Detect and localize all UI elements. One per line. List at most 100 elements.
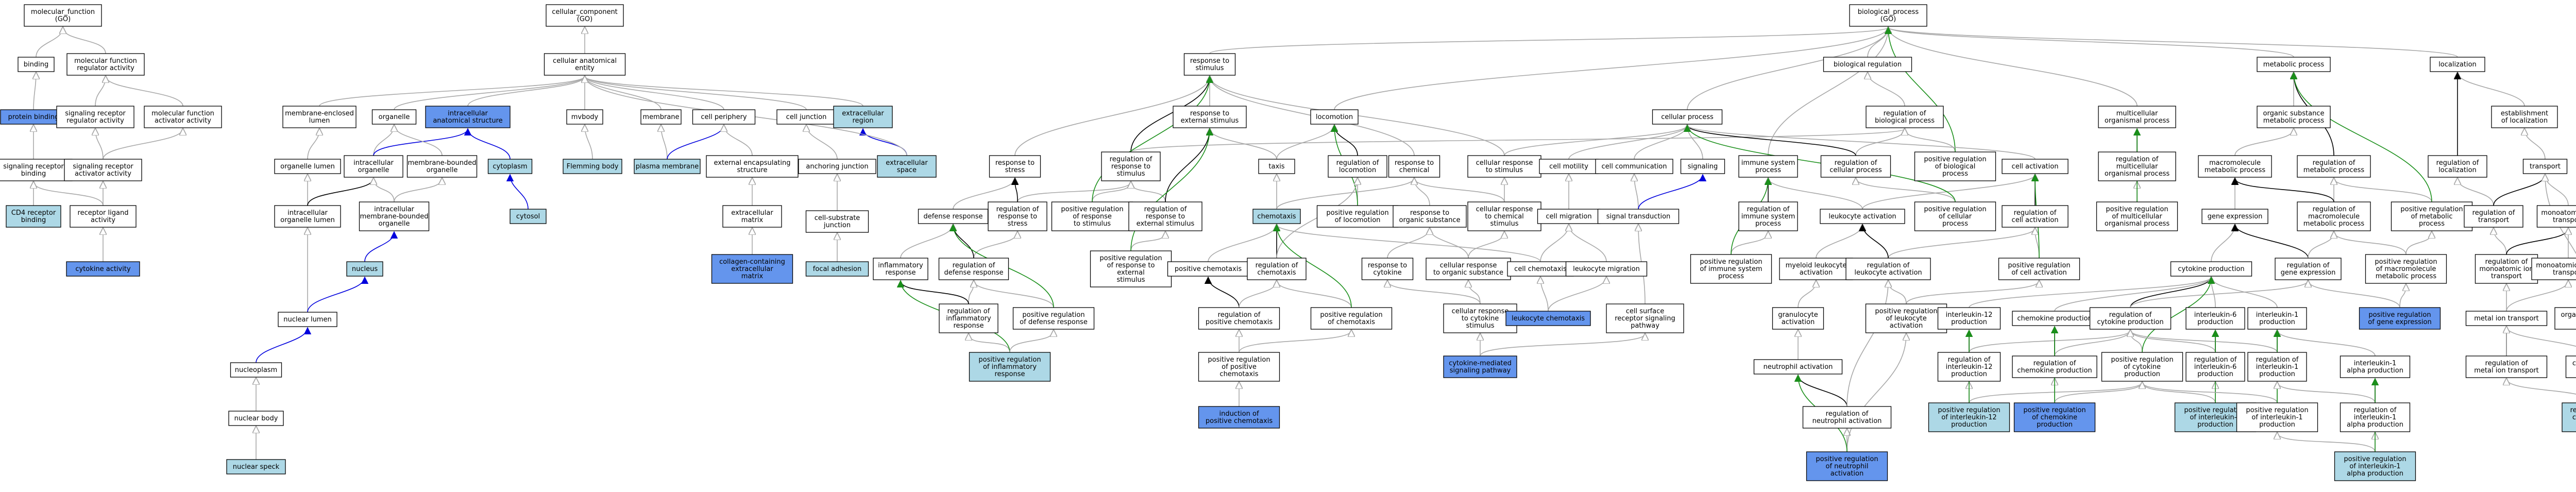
- go-term-signal-transduction: signal transduction: [1597, 209, 1680, 224]
- edge-is-a: [974, 281, 1054, 308]
- edge-is-a: [585, 125, 593, 160]
- term-label-line: regulation of: [1218, 311, 1261, 319]
- term-box: [2012, 355, 2097, 378]
- term-box: [2365, 254, 2447, 284]
- term-box: [425, 106, 511, 128]
- term-box: [1128, 201, 1202, 231]
- term-label-line: metabolic process: [2263, 61, 2325, 69]
- edge-is-a: [1687, 27, 1888, 110]
- term-box: [2359, 307, 2441, 330]
- term-box: [2247, 307, 2307, 330]
- term-box: [2522, 159, 2568, 174]
- edge-is-a: [1209, 27, 1888, 54]
- term-box: [989, 155, 1041, 178]
- edge-is-a: [2130, 330, 2278, 353]
- go-term-nucleus: nucleus: [346, 261, 383, 277]
- term-label-line: (GO): [55, 15, 71, 23]
- term-box: [0, 109, 67, 125]
- term-box: [1247, 258, 1307, 280]
- edge-is-a: [1014, 76, 1210, 156]
- term-label-line: regulation of: [1256, 262, 1298, 269]
- edge-is-a: [2506, 327, 2576, 347]
- edge-regulates: [1011, 177, 1019, 202]
- edge-is-a: [1276, 178, 1414, 210]
- term-label-line: organelle: [379, 220, 410, 228]
- term-box: [1738, 201, 1798, 231]
- edge-is-a: [1969, 277, 2211, 308]
- edge-is-a: [1131, 182, 1166, 202]
- term-label-line: of multicellular: [2112, 213, 2162, 220]
- term-label-line: leukocyte activation: [1828, 213, 1896, 220]
- term-label-line: binding: [21, 170, 46, 178]
- term-box: [988, 201, 1047, 231]
- go-term-positive-chemotaxis: positive chemotaxis: [1167, 261, 1249, 277]
- term-box: [64, 159, 142, 181]
- term-label-line: process: [1755, 166, 1781, 174]
- term-box: [1316, 205, 1399, 228]
- term-box: [1937, 307, 2001, 330]
- edge-is-a: [2234, 129, 2294, 156]
- term-box: [274, 159, 341, 174]
- term-box: [487, 159, 533, 174]
- term-label-line: positive regulation: [2184, 406, 2246, 414]
- edge-is-a: [1130, 129, 1905, 152]
- go-term-cell-periphery: cell periphery: [692, 109, 756, 125]
- term-label-line: locomotion: [1339, 166, 1376, 174]
- term-box: [805, 210, 869, 233]
- term-label-line: external encapsulating: [714, 159, 790, 167]
- go-term-taxis: taxis: [1258, 159, 1295, 174]
- term-label-line: positive regulation: [2106, 206, 2168, 213]
- term-label-line: cytosol: [516, 213, 540, 220]
- term-box: [24, 4, 102, 27]
- term-label-line: taxis: [1268, 163, 1284, 171]
- term-label-line: nuclear lumen: [283, 316, 331, 324]
- edge-is-a: [1846, 281, 1888, 407]
- term-label-line: extracellular: [731, 209, 773, 217]
- term-box: [1820, 155, 1891, 178]
- go-term-mvbody: mvbody: [566, 109, 603, 125]
- go-term-metal-ion-transport: metal ion transport: [2465, 311, 2548, 326]
- term-label-line: biological process: [1875, 117, 1935, 125]
- term-label-line: of neutrophil: [1826, 463, 1869, 470]
- term-box: [282, 106, 357, 128]
- term-box: [1998, 258, 2080, 280]
- term-label-line: calcium ion: [2572, 360, 2576, 367]
- term-label-line: positive chemotaxis: [1206, 318, 1273, 326]
- term-label-line: activation: [1782, 318, 1815, 326]
- term-label-line: binding: [21, 216, 46, 224]
- term-box: [1467, 201, 1541, 231]
- term-box: [1361, 258, 1414, 280]
- term-label-line: myeloid leukocyte: [1786, 262, 1847, 269]
- edge-is-a: [467, 76, 585, 107]
- term-label-line: alpha production: [2347, 421, 2403, 429]
- term-box: [2236, 402, 2318, 432]
- term-box: [722, 205, 782, 228]
- term-box: [1101, 151, 1161, 181]
- term-label-line: regulation of: [953, 262, 995, 269]
- term-label-line: process: [1942, 220, 1968, 228]
- term-label-line: regulation of: [2313, 159, 2355, 167]
